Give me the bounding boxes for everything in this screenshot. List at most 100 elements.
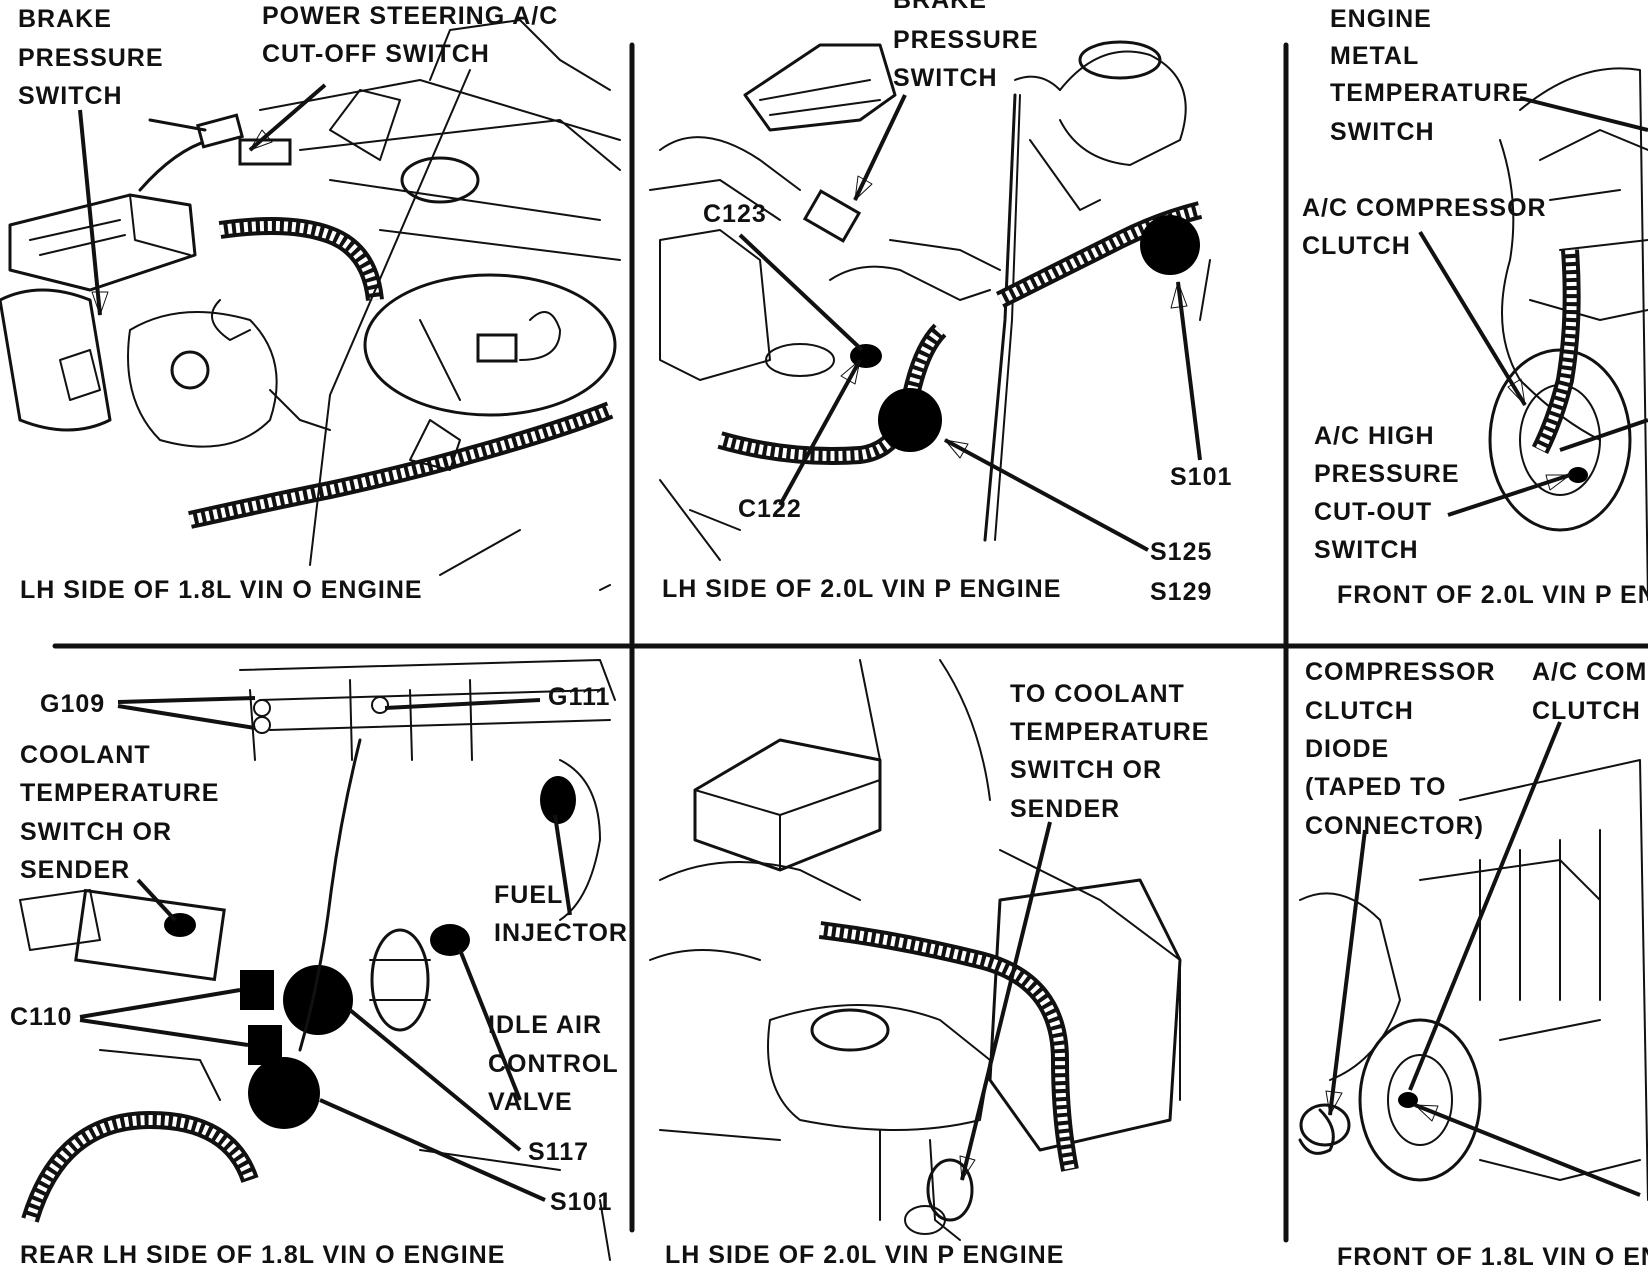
arrow-head-compressor: [1507, 378, 1526, 406]
valve-cover: [767, 1004, 991, 1131]
leader-c123: [738, 233, 864, 352]
arrow-ps-cutoff-switch: [248, 83, 327, 152]
panel-5-illustration: [649, 659, 1182, 1241]
runner-lines-4: [249, 679, 473, 761]
label-ac-comp-clutch-6-line1: A/C COMP: [1532, 658, 1648, 686]
diode-connector: [1298, 1108, 1335, 1155]
inset-wires: [419, 311, 561, 401]
label-c123: C123: [703, 200, 767, 228]
label-c122: C122: [738, 495, 802, 523]
label-c110: C110: [10, 1003, 72, 1031]
label-to-coolant-line4: SENDER: [1010, 795, 1120, 823]
reservoir-2: [743, 43, 897, 132]
arrow-c110-a: [79, 988, 241, 1019]
panel-rear-lh-18l: G109 G111 COOLANT TEMPERATURE SWITCH OR …: [10, 659, 627, 1269]
arrow-g111: [384, 698, 541, 710]
arrow-head-diode: [1325, 1090, 1343, 1116]
ecm-box: [988, 878, 1182, 1152]
arrow-iac: [458, 949, 522, 1101]
panel-6-illustration: [1298, 759, 1648, 1201]
label-brake-pressure-switch-line2: PRESSURE: [18, 44, 164, 72]
label-engine-metal-temp-line1: ENGINE: [1330, 5, 1432, 33]
arrow-g109-a: [117, 696, 256, 704]
coolant-sender-body: [19, 889, 101, 951]
panel-1-arrows: [78, 69, 471, 566]
label-iac-line1: IDLE AIR: [488, 1011, 602, 1039]
lower-lines-2: [659, 259, 1211, 561]
label-ps-cutoff-line1: POWER STEERING A/C: [262, 2, 558, 30]
reservoir-2-ribs: [759, 79, 881, 116]
arrow-head-clutch: [1414, 1104, 1439, 1122]
label-to-coolant-line2: TEMPERATURE: [1010, 718, 1209, 746]
harness-upper: [218, 217, 384, 302]
label-brake-switch-2-line2: PRESSURE: [893, 26, 1039, 54]
leader-engine-metal-temp: [1519, 96, 1648, 132]
reservoir-5: [693, 738, 882, 872]
caption-rear-lh-18l: REAR LH SIDE OF 1.8L VIN O ENGINE: [20, 1241, 505, 1269]
brake-switch-2: [802, 189, 862, 243]
caption-lh-side-20l-bottom: LH SIDE OF 2.0L VIN P ENGINE: [665, 1241, 1064, 1269]
arrow-c110-b: [79, 1018, 249, 1047]
cutout-switch-dot: [1568, 467, 1588, 483]
panel-4-labels: G109 G111 COOLANT TEMPERATURE SWITCH OR …: [10, 683, 627, 1269]
booster-body: [127, 311, 278, 448]
arrow-clutch-right: [1414, 1103, 1641, 1197]
injector-connector: [430, 924, 470, 956]
label-iac-line2: CONTROL: [488, 1050, 619, 1078]
label-compressor-diode-line2: CLUTCH: [1305, 697, 1414, 725]
caption-front-20l: FRONT OF 2.0L VIN P EN: [1337, 581, 1648, 609]
arrow-coolant-sender: [136, 878, 177, 922]
arrow-s125: [944, 438, 1149, 552]
label-ac-compressor-clutch-line2: CLUTCH: [1302, 232, 1411, 260]
vertical-pipe-b: [994, 94, 1021, 541]
arrow-ac-comp-clutch-6: [1408, 721, 1562, 1091]
label-s129: S129: [1150, 578, 1212, 606]
arrow-g109-b: [117, 704, 256, 730]
panel-4-arrows: [79, 696, 572, 1202]
compressor-inner-6: [1387, 1054, 1453, 1146]
tank-cap: [1078, 40, 1162, 80]
label-fuel-injector-line1: FUEL: [494, 881, 563, 909]
iac-valve-body: [370, 928, 430, 1032]
arrow-head-s125: [944, 439, 969, 459]
label-coolant-sender-line1: COOLANT: [20, 741, 151, 769]
sender-fitting: [926, 1158, 974, 1222]
ps-switch-body: [238, 138, 292, 166]
ground-g109-b: [253, 716, 271, 734]
oil-cap-5: [810, 1008, 890, 1052]
label-ac-high-pressure-line2: PRESSURE: [1314, 460, 1460, 488]
arrow-head-brake: [91, 291, 109, 316]
booster-fitting: [170, 350, 210, 390]
panel-5-labels: TO COOLANT TEMPERATURE SWITCH OR SENDER …: [665, 680, 1209, 1269]
label-coolant-sender-line3: SWITCH OR: [20, 818, 172, 846]
arrow-s101-rear: [319, 1098, 546, 1202]
arrow-s101: [1176, 281, 1202, 461]
label-coolant-sender-line2: TEMPERATURE: [20, 779, 219, 807]
panel-dividers: [52, 42, 1648, 1243]
label-g109: G109: [40, 690, 105, 718]
panel-6-arrows: [1325, 721, 1641, 1197]
label-s125: S125: [1150, 538, 1212, 566]
splice-dot-s125-s129: [878, 388, 942, 452]
label-ac-compressor-clutch-line1: A/C COMPRESSOR: [1302, 194, 1547, 222]
label-brake-switch-2-line1: BRAKE: [893, 0, 987, 14]
harness-5-texture: [819, 925, 1075, 1171]
edge-marks: [439, 529, 611, 591]
label-s101-rear: S101: [550, 1188, 612, 1216]
label-compressor-diode-line4: (TAPED TO: [1305, 773, 1446, 801]
splice-dot-s101: [1140, 215, 1200, 275]
bracket: [329, 89, 401, 161]
fitting-2: [765, 343, 835, 377]
leader-ps-line: [309, 69, 471, 566]
arrow-c122: [778, 359, 862, 506]
arrow-head-hp-switch: [1545, 474, 1571, 491]
sender-bolt: [904, 1205, 946, 1235]
splice-dot-s101-rear: [248, 1057, 320, 1129]
arrow-head-c122: [840, 359, 861, 385]
label-brake-pressure-switch-line3: SWITCH: [18, 82, 123, 110]
arrow-ac-compressor-clutch: [1418, 230, 1527, 407]
panel-2-arrows: [738, 94, 1202, 552]
panel-front-18l: COMPRESSOR CLUTCH DIODE (TAPED TO CONNEC…: [1298, 658, 1648, 1271]
left-contour-6: [1299, 892, 1401, 1081]
